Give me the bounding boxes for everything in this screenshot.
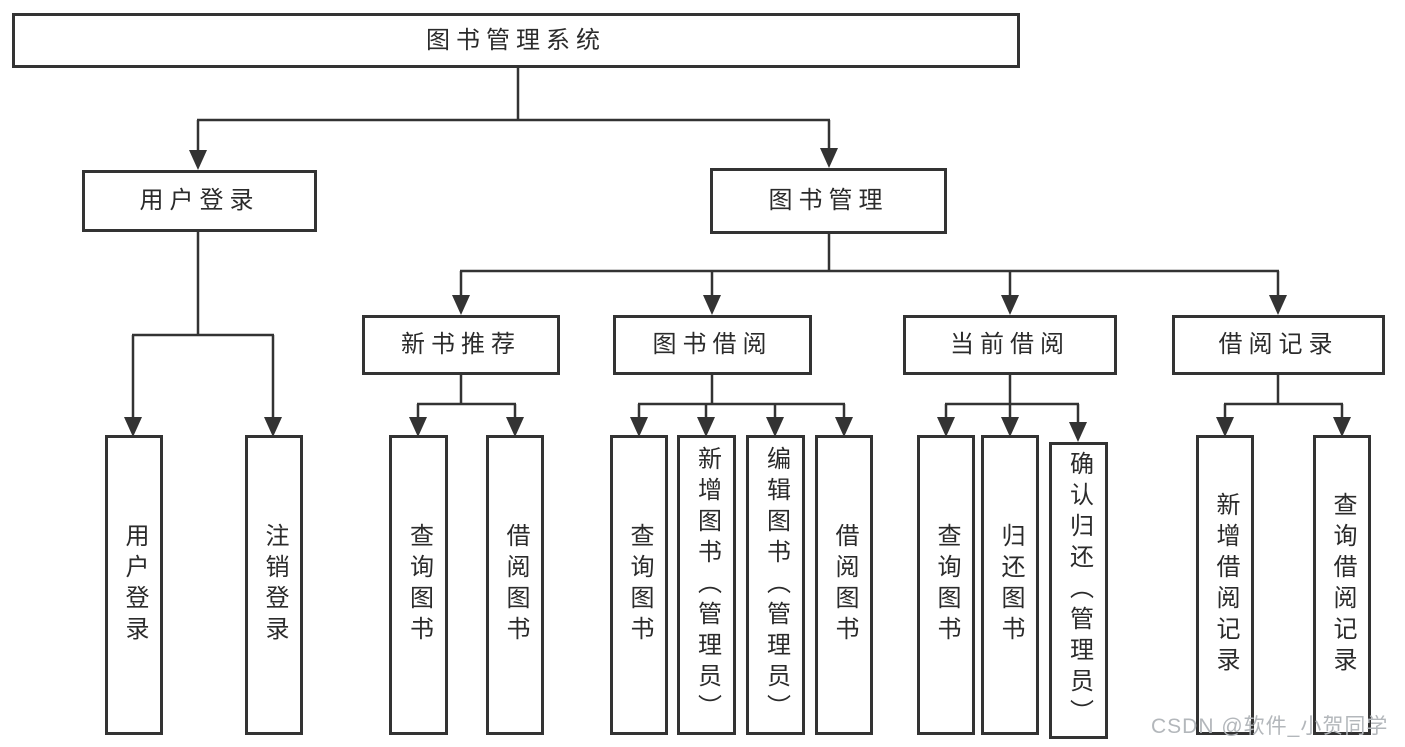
leaf-add-borrow-record-label: 新增借阅记录 (1212, 492, 1239, 678)
connector-root-to-level2 (189, 68, 838, 170)
node-book-management-label: 图书管理 (768, 187, 889, 214)
leaf-add-borrow-record: 新增借阅记录 (1196, 435, 1254, 735)
leaf-return-book-label: 归还图书 (997, 523, 1024, 647)
node-current-borrow: 当前借阅 (903, 315, 1117, 375)
leaf-confirm-return-admin: 确认归还（管理员） (1049, 442, 1108, 739)
leaf-borrow-books: 借阅图书 (815, 435, 873, 735)
leaf-query-books-borrow-label: 查询图书 (626, 523, 653, 647)
node-book-borrow-label: 图书借阅 (652, 331, 773, 358)
leaf-borrow-books-label: 借阅图书 (831, 523, 858, 647)
leaf-borrow-books-recommend: 借阅图书 (486, 435, 544, 735)
leaf-confirm-return-admin-label: 确认归还（管理员） (1065, 451, 1093, 730)
leaf-add-book-admin: 新增图书（管理员） (677, 435, 736, 735)
leaf-query-books-recommend: 查询图书 (389, 435, 448, 735)
node-borrow-records-label: 借阅记录 (1218, 331, 1339, 358)
node-user-login: 用户登录 (82, 170, 317, 232)
csdn-watermark: CSDN @软件_小贺同学 (1151, 715, 1389, 738)
leaf-user-login: 用户登录 (105, 435, 163, 735)
leaf-query-books-recommend-label: 查询图书 (405, 523, 433, 647)
connector-new-book-to-leaves (409, 375, 524, 437)
leaf-logout: 注销登录 (245, 435, 303, 735)
connector-borrow-records-to-leaves (1216, 375, 1351, 437)
leaf-edit-book-admin-label: 编辑图书（管理员） (762, 445, 790, 725)
node-book-management: 图书管理 (710, 168, 947, 234)
leaf-add-book-admin-label: 新增图书（管理员） (693, 445, 721, 725)
leaf-logout-label: 注销登录 (261, 523, 288, 647)
node-root-label: 图书管理系统 (426, 26, 606, 54)
node-root: 图书管理系统 (12, 13, 1020, 68)
connector-current-borrow-to-leaves (937, 375, 1087, 442)
leaf-edit-book-admin: 编辑图书（管理员） (746, 435, 805, 735)
node-borrow-records: 借阅记录 (1172, 315, 1385, 375)
leaf-query-borrow-record-label: 查询借阅记录 (1329, 492, 1356, 678)
node-new-book-recommend: 新书推荐 (362, 315, 560, 375)
connector-book-mgmt-to-level3 (452, 233, 1287, 315)
leaf-query-books-borrow: 查询图书 (610, 435, 668, 735)
node-user-login-label: 用户登录 (139, 187, 260, 214)
connector-user-login-to-leaves (124, 232, 282, 437)
node-book-borrow: 图书借阅 (613, 315, 812, 375)
connector-book-borrow-to-leaves (630, 375, 853, 437)
node-current-borrow-label: 当前借阅 (950, 331, 1070, 358)
leaf-query-books-current: 查询图书 (917, 435, 975, 735)
leaf-borrow-books-recommend-label: 借阅图书 (502, 523, 529, 647)
leaf-query-books-current-label: 查询图书 (933, 523, 960, 647)
node-new-book-recommend-label: 新书推荐 (401, 331, 521, 358)
leaf-user-login-label: 用户登录 (121, 523, 148, 647)
leaf-return-book: 归还图书 (981, 435, 1039, 735)
leaf-query-borrow-record: 查询借阅记录 (1313, 435, 1371, 735)
